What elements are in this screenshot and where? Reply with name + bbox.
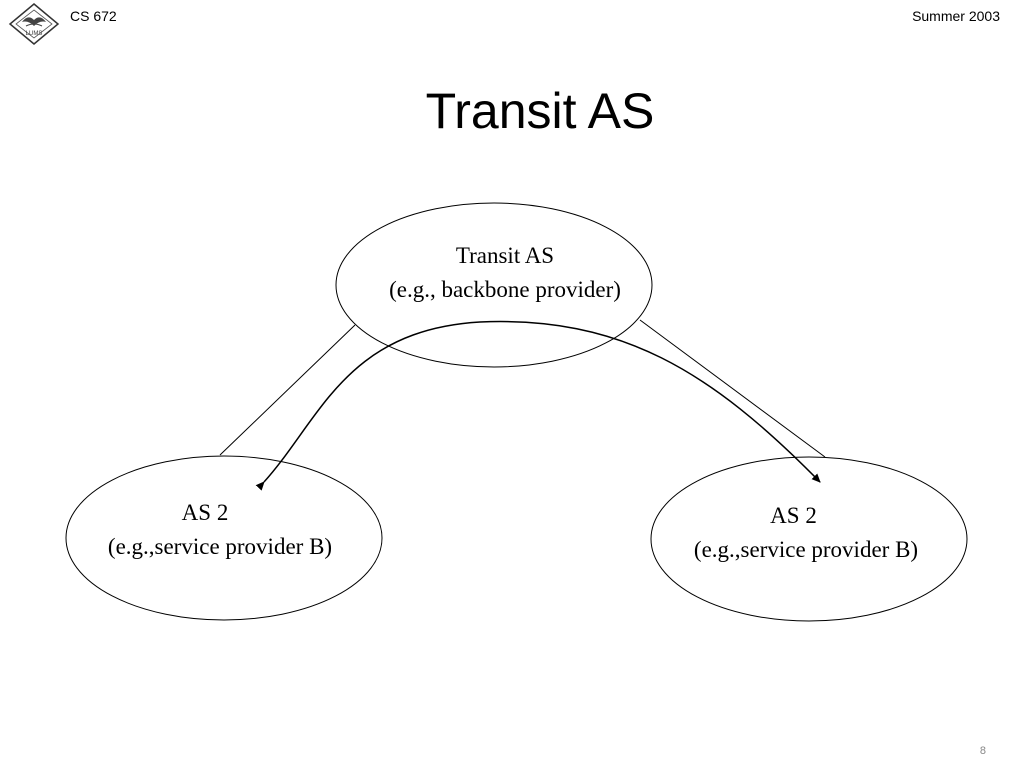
as2-right-ellipse	[650, 456, 968, 622]
transit-as-label: Transit AS (e.g., backbone provider)	[345, 239, 665, 307]
logo-text: LUMS	[26, 31, 43, 37]
term-label: Summer 2003	[912, 8, 1000, 24]
slide-title: Transit AS	[425, 83, 655, 139]
transit-as-name: Transit AS	[455, 243, 555, 268]
link-transit-right	[639, 319, 826, 458]
route-path-arrow	[255, 320, 821, 491]
as2-right-example: (e.g.,service provider B)	[693, 537, 919, 562]
as2-left-example: (e.g.,service provider B)	[107, 534, 333, 559]
as2-left-label: AS 2 (e.g.,service provider B)	[60, 496, 380, 564]
as2-right-name: AS 2	[770, 503, 817, 528]
as2-left-ellipse	[65, 455, 383, 621]
link-transit-left	[219, 324, 356, 456]
page-number: 8	[979, 745, 986, 757]
university-logo: LUMS	[8, 3, 60, 45]
transit-as-ellipse	[335, 202, 653, 368]
as2-left-name: AS 2	[181, 500, 229, 525]
as2-right-label: AS 2 (e.g.,service provider B)	[646, 499, 966, 567]
transit-as-example: (e.g., backbone provider)	[389, 277, 621, 302]
course-code: CS 672	[70, 8, 117, 24]
